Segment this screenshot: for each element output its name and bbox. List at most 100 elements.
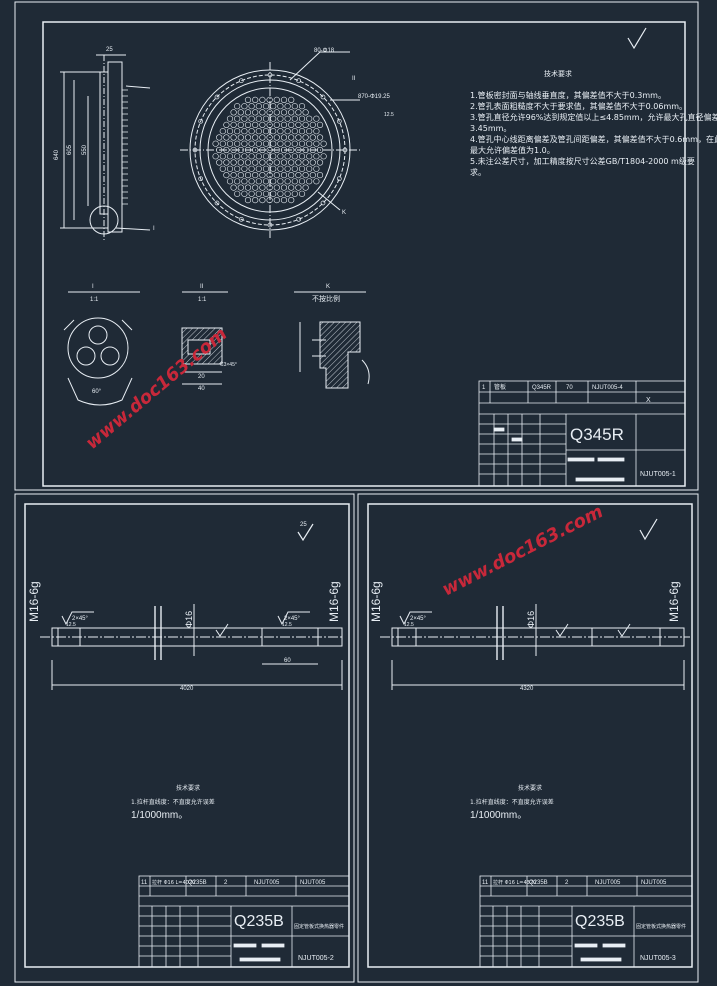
- tube-hole: [273, 134, 280, 141]
- tube-hole: [241, 178, 248, 185]
- tb1-x-mark: X: [646, 397, 651, 404]
- detail-ii-width-1: 20: [198, 374, 205, 380]
- tube-hole: [270, 103, 277, 110]
- tube-hole: [284, 128, 291, 135]
- dim-bolt-holes: 870-Φ19.25: [358, 94, 390, 100]
- tb1-material: Q345R: [570, 425, 624, 444]
- sheet-3-tech-line-1: 1.拉杆直线度：不直度允许误差: [470, 798, 554, 806]
- tube-hole: [288, 184, 295, 191]
- tube-hole: [298, 190, 306, 197]
- tube-hole: [255, 115, 262, 122]
- sheet-2-ra-left: 12.5: [66, 622, 76, 628]
- tube-hole: [280, 109, 288, 116]
- tb2-qty: 2: [224, 880, 228, 886]
- tube-hole: [252, 146, 259, 154]
- sheet-2-thread-right: M16-6g: [327, 581, 341, 622]
- tube-hole: [226, 140, 234, 147]
- bolt-hole: [296, 216, 302, 222]
- tube-hole: [266, 146, 273, 154]
- tube-hole: [291, 128, 298, 135]
- tube-sheet-front-view: [180, 51, 360, 238]
- tube-hole: [212, 140, 219, 147]
- tube-hole: [316, 159, 324, 166]
- tube-hole: [280, 172, 288, 179]
- sheet-1: 25 640 605 550 I 80-Φ18 870-Φ19.25 12.5 …: [14, 1, 717, 491]
- tube-hole: [244, 184, 252, 191]
- tube-hole: [298, 115, 306, 122]
- tube-hole: [273, 184, 280, 191]
- tech-requirement-line: 3.45mm。: [470, 124, 511, 133]
- tube-hole: [270, 115, 277, 122]
- sheet-3-thread-right: M16-6g: [667, 581, 681, 622]
- tube-hole: [212, 153, 219, 160]
- tube-hole: [302, 159, 309, 166]
- tube-hole: [248, 153, 255, 160]
- tube-hole: [237, 121, 244, 128]
- tech-requirement-line: 求。: [470, 167, 486, 177]
- tube-hole: [266, 121, 273, 128]
- tube-hole: [306, 178, 313, 185]
- bolt-hole: [320, 200, 326, 206]
- tube-hole: [234, 128, 241, 135]
- watermark-2: www.doc163.com: [439, 501, 607, 600]
- tube-hole: [320, 153, 327, 160]
- tube-hole: [259, 197, 266, 204]
- tb1-name: 管板: [494, 383, 506, 391]
- detail-view-k: [294, 291, 370, 389]
- tb3-ref2: NJUT005: [641, 880, 667, 886]
- tube-hole: [270, 190, 277, 197]
- tube-hole: [288, 121, 295, 128]
- tube-hole: [273, 121, 280, 128]
- sheet-3-inner-border: [367, 503, 693, 968]
- detail-ii-chamfer: C3×45°: [220, 362, 237, 368]
- tie-rod-2: [40, 604, 343, 690]
- tube-hole: [291, 178, 298, 185]
- tb2-sheet-no: NJUT005-2: [298, 955, 334, 962]
- tube-hole: [302, 172, 309, 179]
- tube-hole: [280, 121, 288, 128]
- tube-hole: [259, 184, 266, 191]
- tube-hole: [316, 172, 324, 179]
- tube-hole: [237, 172, 244, 179]
- tube-hole: [298, 153, 306, 160]
- dim-mid: 550: [82, 144, 88, 155]
- tube-hole: [298, 140, 306, 147]
- tech-requirement-line: 4.管孔中心线距离偏差及管孔间距偏差，其偏差值不大于0.6mm，在此范围管孔: [470, 134, 717, 144]
- bolt-hole: [267, 72, 273, 78]
- tb1-material-code: Q345R: [532, 385, 552, 391]
- watermark-1: www.doc163.com: [82, 324, 232, 454]
- detail-k-title: K: [326, 284, 330, 290]
- tube-hole: [234, 190, 241, 197]
- bolt-hole: [336, 118, 342, 124]
- sheet-1-inner-border: [42, 21, 686, 487]
- tube-hole: [219, 140, 226, 147]
- sheet-1-title-block: [478, 380, 686, 487]
- tube-hole: [313, 128, 320, 135]
- tube-hole: [230, 109, 237, 116]
- tube-hole: [284, 103, 291, 110]
- detail-ii-width-2: 40: [198, 386, 205, 392]
- tube-hole: [266, 134, 273, 141]
- tube-hole: [252, 184, 259, 191]
- tube-hole: [291, 165, 298, 172]
- tube-hole: [248, 178, 255, 185]
- tube-hole: [230, 172, 237, 179]
- detail-i-label: I: [153, 226, 155, 232]
- tube-hole: [266, 197, 273, 204]
- tube-hole: [284, 140, 291, 147]
- tube-hole: [306, 115, 313, 122]
- tube-hole: [216, 159, 223, 166]
- tube-hole: [230, 134, 237, 141]
- bolt-hole: [296, 78, 302, 84]
- tech-requirement-line: 最大允许偏差值为1.0。: [470, 145, 555, 155]
- tube-hole: [262, 178, 270, 185]
- tb3-name: 拉杆 Φ16 L=4320: [493, 879, 536, 886]
- tube-hole: [230, 184, 237, 191]
- tube-hole: [234, 103, 241, 110]
- tube-hole: [252, 109, 259, 116]
- tube-hole: [248, 115, 255, 122]
- tube-hole: [234, 115, 241, 122]
- tube-hole: [313, 153, 320, 160]
- tube-hole: [223, 159, 230, 166]
